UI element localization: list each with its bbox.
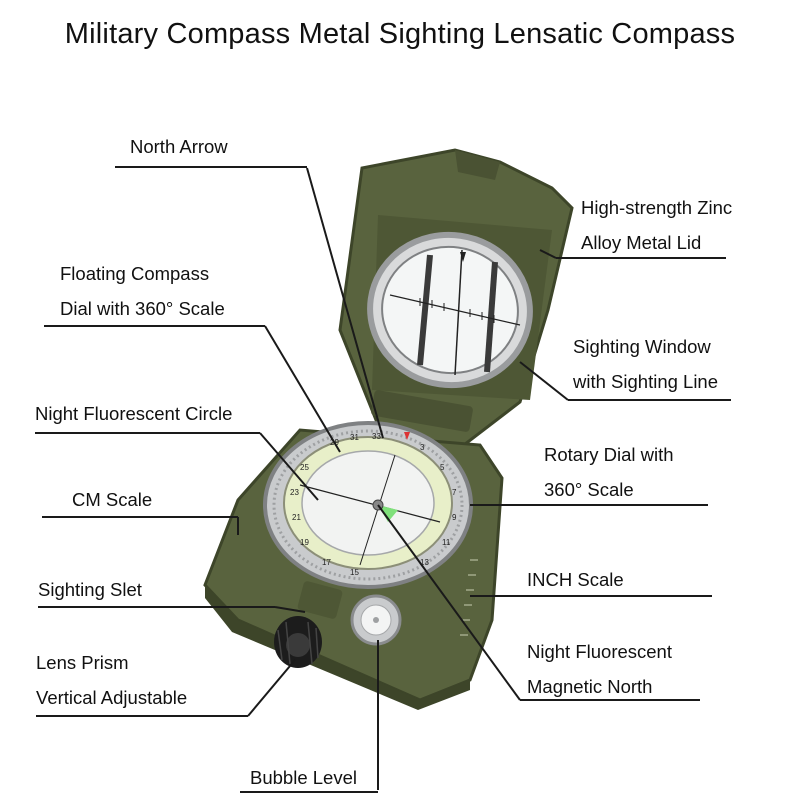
callout-sighting-window-line1: Sighting Window [573, 336, 711, 357]
svg-text:31: 31 [350, 433, 359, 442]
svg-text:15: 15 [350, 568, 359, 577]
svg-text:21: 21 [292, 513, 301, 522]
callout-north-arrow-text: North Arrow [130, 136, 228, 157]
rule-sighting-window [568, 399, 731, 401]
svg-text:13: 13 [420, 558, 429, 567]
callout-night-north: Night Fluorescent Magnetic North [527, 634, 672, 704]
callout-sighting-window-line2: with Sighting Line [573, 371, 719, 392]
rule-rotary-dial [536, 504, 708, 506]
callout-night-circle: Night Fluorescent Circle [35, 396, 232, 431]
callout-lens-prism-line1: Lens Prism [36, 652, 129, 673]
callout-lens-prism: Lens Prism Vertical Adjustable [36, 645, 187, 715]
svg-text:9: 9 [452, 513, 457, 522]
svg-text:7: 7 [452, 488, 457, 497]
callout-zinc-lid: High-strength Zinc Alloy Metal Lid [581, 190, 732, 260]
callout-zinc-lid-line2: Alloy Metal Lid [581, 232, 702, 253]
rule-north-arrow [115, 166, 307, 168]
callout-rotary-dial-line1: Rotary Dial with [544, 444, 674, 465]
page-title: Military Compass Metal Sighting Lensatic… [64, 18, 736, 50]
callout-floating-dial: Floating Compass Dial with 360° Scale [60, 256, 225, 326]
rule-floating-dial [44, 325, 265, 327]
bubble-level [350, 594, 402, 646]
callout-night-north-line1: Night Fluorescent [527, 641, 672, 662]
svg-text:23: 23 [290, 488, 299, 497]
callout-rotary-dial: Rotary Dial with 360° Scale [544, 437, 674, 507]
callout-inch-scale-text: INCH Scale [527, 569, 624, 590]
callout-night-circle-text: Night Fluorescent Circle [35, 403, 233, 424]
lens-prism-knob [274, 581, 343, 668]
rule-night-circle [35, 432, 260, 434]
svg-text:5: 5 [440, 463, 445, 472]
callout-north-arrow: North Arrow [130, 129, 228, 164]
rule-zinc-lid [556, 257, 726, 259]
svg-text:25: 25 [300, 463, 309, 472]
rule-inch-scale [520, 595, 712, 597]
svg-text:17: 17 [322, 558, 331, 567]
rule-sighting-slet [38, 606, 275, 608]
callout-inch-scale: INCH Scale [527, 562, 624, 597]
callout-lens-prism-line2: Vertical Adjustable [36, 687, 188, 708]
svg-text:19: 19 [300, 538, 309, 547]
callout-cm-scale-text: CM Scale [72, 489, 153, 510]
callout-sighting-slet: Sighting Slet [38, 572, 142, 607]
svg-text:11: 11 [442, 538, 451, 547]
callout-night-north-line2: Magnetic North [527, 676, 653, 697]
callout-bubble-level-text: Bubble Level [250, 767, 357, 788]
callout-bubble-level: Bubble Level [250, 760, 357, 795]
callout-rotary-dial-line2: 360° Scale [544, 479, 634, 500]
callout-cm-scale: CM Scale [72, 482, 152, 517]
svg-text:3: 3 [420, 443, 425, 452]
rule-bubble-level [240, 791, 378, 793]
svg-text:33: 33 [372, 432, 381, 441]
callout-sighting-slet-text: Sighting Slet [38, 579, 142, 600]
rule-lens-prism [36, 715, 248, 717]
callout-sighting-window: Sighting Window with Sighting Line [573, 329, 718, 399]
rule-night-north [520, 699, 700, 701]
callout-floating-dial-line1: Floating Compass [60, 263, 210, 284]
compass-lid [338, 148, 574, 450]
callout-floating-dial-line2: Dial with 360° Scale [60, 298, 225, 319]
callout-zinc-lid-line1: High-strength Zinc [581, 197, 733, 218]
rule-cm-scale [42, 516, 238, 518]
